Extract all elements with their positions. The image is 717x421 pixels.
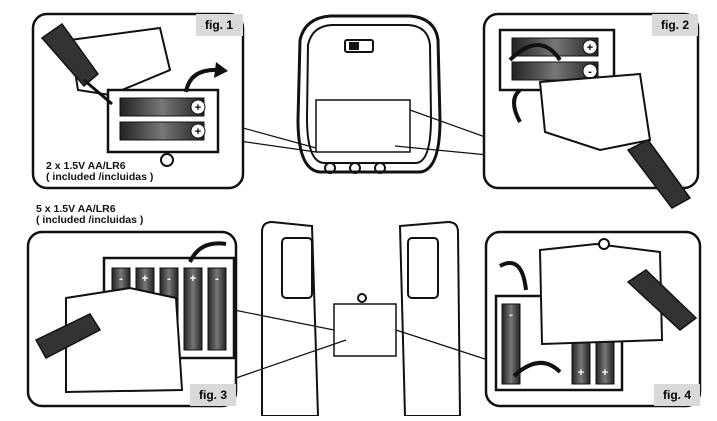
screwdriver-icon-fig2 [626, 139, 692, 209]
fig1-batteries [119, 97, 206, 141]
fig2-battery-polarity-1: + [587, 42, 593, 54]
fig4-batteries [501, 303, 615, 385]
device-side-bottom [233, 220, 489, 417]
fig2-tag-bg [652, 14, 698, 36]
device-back-top [231, 14, 489, 174]
caption-top: 2 x 1.5V AA/LR6 ( included /incluidas ) [44, 160, 156, 184]
screwdriver-icon-fig4 [626, 269, 698, 331]
screwdriver-icon-fig3 [34, 313, 102, 360]
fig3-label: fig. 3 [199, 388, 227, 402]
fig3-battery-polarity-3: - [167, 273, 171, 285]
fig4-panel [484, 230, 702, 408]
curved-arrow-icon-fig2 [512, 88, 522, 123]
caption-top-line1: 2 x 1.5V AA/LR6 [46, 160, 126, 172]
fig4-battery-polarity-3: + [602, 367, 608, 379]
caption-bottom-line1: 5 x 1.5V AA/LR6 [36, 203, 116, 215]
curved-arrow-icon-fig4 [499, 261, 528, 291]
fig3-battery-polarity-5: - [215, 273, 219, 285]
fig1-label: fig. 1 [205, 18, 233, 32]
caption-top-line2: ( included /incluidas ) [46, 171, 154, 183]
caption-bottom: 5 x 1.5V AA/LR6 ( included /incluidas ) [36, 204, 143, 226]
fig3-battery-polarity-2: + [142, 273, 148, 285]
fig4-tag-bg [654, 384, 700, 406]
fig4-battery-polarity-2: + [578, 367, 584, 379]
fig2-label: fig. 2 [661, 18, 689, 32]
fig3-panel [26, 230, 238, 408]
fig1-battery-polarity-1: + [195, 102, 201, 114]
caption-bottom-line2: ( included /incluidas ) [36, 214, 144, 226]
fig3-tag-bg [190, 384, 236, 406]
fig4-label: fig. 4 [663, 388, 691, 402]
fig1-battery-polarity-2: + [195, 126, 201, 138]
fig2-battery-polarity-2: - [588, 66, 592, 78]
fig3-battery-polarity-4: + [190, 273, 196, 285]
screwdriver-icon [40, 22, 113, 106]
fig1-panel: + + [31, 12, 245, 190]
fig3-battery-polarity-1: - [119, 273, 123, 285]
fig2-panel: + - [482, 12, 700, 209]
fig1-tag-bg [196, 14, 243, 36]
fig4-battery-polarity-1: - [509, 309, 513, 321]
curved-arrow-icon-fig3 [188, 241, 227, 263]
